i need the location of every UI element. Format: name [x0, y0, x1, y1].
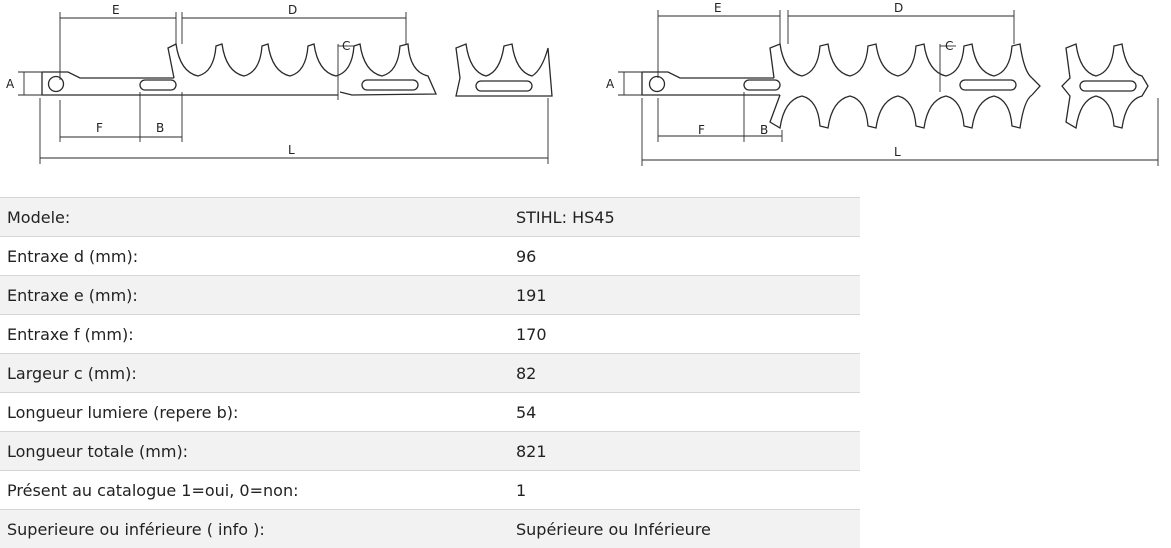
spec-value: 54 — [509, 393, 860, 432]
spec-label: Entraxe f (mm): — [0, 315, 509, 354]
table-row: Entraxe d (mm):96 — [0, 237, 860, 276]
label-c: C — [945, 39, 953, 53]
spec-value: 1 — [509, 471, 860, 510]
spec-label: Superieure ou inférieure ( info ): — [0, 510, 509, 548]
spec-label: Présent au catalogue 1=oui, 0=non: — [0, 471, 509, 510]
spec-value: 82 — [509, 354, 860, 393]
table-row: Présent au catalogue 1=oui, 0=non:1 — [0, 471, 860, 510]
label-e: E — [112, 3, 120, 17]
spec-value: 170 — [509, 315, 860, 354]
spec-table: Modele:STIHL: HS45 Entraxe d (mm):96 Ent… — [0, 197, 860, 548]
spec-value: STIHL: HS45 — [509, 198, 860, 237]
spec-value: 191 — [509, 276, 860, 315]
blade-diagrams: E D C A F B L — [0, 0, 1171, 190]
spec-value: 96 — [509, 237, 860, 276]
table-row: Superieure ou inférieure ( info ):Supéri… — [0, 510, 860, 548]
label-b: B — [760, 123, 768, 137]
label-l: L — [288, 143, 295, 157]
table-row: Entraxe f (mm):170 — [0, 315, 860, 354]
double-sided-blade-diagram: E D C A F B L — [600, 0, 1170, 175]
table-row: Largeur c (mm):82 — [0, 354, 860, 393]
label-a: A — [606, 77, 615, 91]
label-b: B — [156, 121, 164, 135]
spec-label: Entraxe e (mm): — [0, 276, 509, 315]
label-f: F — [698, 123, 705, 137]
spec-label: Longueur lumiere (repere b): — [0, 393, 509, 432]
table-row: Entraxe e (mm):191 — [0, 276, 860, 315]
single-sided-blade-diagram: E D C A F B L — [0, 0, 560, 175]
spec-value: 821 — [509, 432, 860, 471]
label-l: L — [894, 145, 901, 159]
table-row: Modele:STIHL: HS45 — [0, 198, 860, 237]
label-d: D — [288, 3, 297, 17]
spec-label: Largeur c (mm): — [0, 354, 509, 393]
label-f: F — [96, 121, 103, 135]
spec-label: Entraxe d (mm): — [0, 237, 509, 276]
table-row: Longueur totale (mm):821 — [0, 432, 860, 471]
table-row: Longueur lumiere (repere b):54 — [0, 393, 860, 432]
label-e: E — [714, 1, 722, 15]
label-c: C — [342, 39, 350, 53]
spec-label: Modele: — [0, 198, 509, 237]
spec-value: Supérieure ou Inférieure — [509, 510, 860, 548]
spec-label: Longueur totale (mm): — [0, 432, 509, 471]
label-d: D — [894, 1, 903, 15]
label-a: A — [6, 77, 15, 91]
